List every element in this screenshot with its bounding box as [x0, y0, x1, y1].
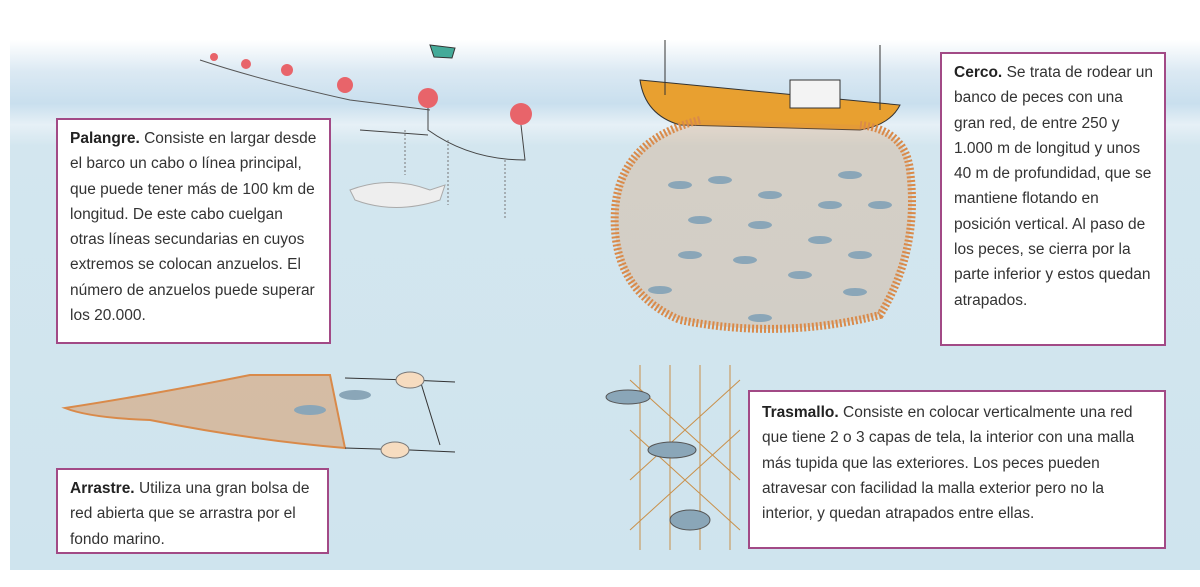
- trasmallo-text: Consiste en colocar verticalmente una re…: [762, 404, 1135, 523]
- palangre-text: Consiste en largar desde el barco un cab…: [70, 130, 317, 325]
- fish-school: [648, 171, 892, 322]
- trasmallo-title: Trasmallo.: [762, 404, 839, 421]
- purse-seine-illustration: [610, 40, 916, 333]
- palangre-description: Palangre. Consiste en largar desde el ba…: [56, 118, 331, 344]
- arrastre-title: Arrastre.: [70, 480, 135, 497]
- buoy: [210, 53, 218, 61]
- buoy: [337, 77, 353, 93]
- buoy: [510, 103, 532, 125]
- arrastre-description: Arrastre. Utiliza una gran bolsa de red …: [56, 468, 329, 554]
- cerco-title: Cerco.: [954, 64, 1003, 81]
- cerco-text: Se trata de rodear un banco de peces con…: [954, 64, 1154, 309]
- buoy: [418, 88, 438, 108]
- palangre-title: Palangre.: [70, 130, 140, 147]
- arrastre-text: Utiliza una gran bolsa de red abierta qu…: [70, 480, 310, 548]
- trasmallo-description: Trasmallo. Consiste en colocar verticalm…: [748, 390, 1166, 549]
- cerco-description: Cerco. Se trata de rodear un banco de pe…: [940, 52, 1166, 346]
- boat-icon: [429, 44, 456, 59]
- longline-illustration: [199, 44, 532, 220]
- fish-icon: [349, 182, 446, 208]
- trawl-net-illustration: [61, 371, 456, 459]
- trammel-net-illustration: [605, 365, 741, 550]
- buoy: [281, 64, 293, 76]
- buoy: [241, 59, 251, 69]
